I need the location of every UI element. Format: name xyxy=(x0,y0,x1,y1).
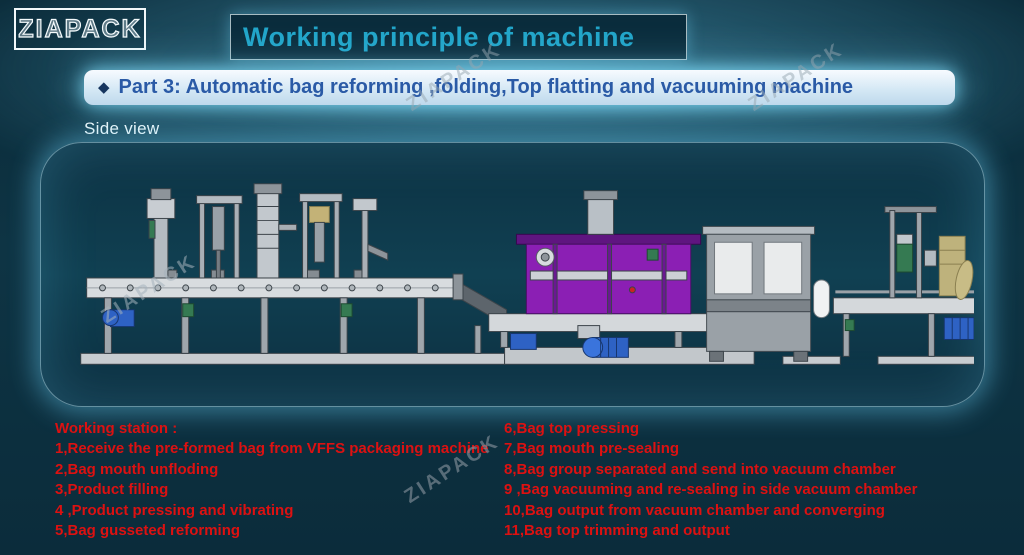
station-list-item: 3,Product filling xyxy=(55,481,169,499)
header-title-bar: Working principle of machine xyxy=(230,14,687,60)
station-towers xyxy=(146,183,389,279)
middle-conveyor xyxy=(488,313,755,358)
station-list-item: 5,Bag gusseted reforming xyxy=(55,521,241,539)
part-subtitle-text: Part 3: Automatic bag reforming ,folding… xyxy=(118,76,854,98)
vacuum-chamber xyxy=(702,225,816,362)
page-title: Working principle of machine xyxy=(243,21,635,52)
transfer-roller xyxy=(813,279,830,319)
station-list-item: 4 ,Product pressing and vibrating xyxy=(55,501,294,519)
station-list-item: 6,Bag top pressing xyxy=(504,420,640,437)
station-list-item: 7,Bag mouth pre-sealing xyxy=(504,440,680,458)
right-station xyxy=(884,206,966,299)
part-subtitle-bar: ◆ Part 3: Automatic bag reforming ,foldi… xyxy=(84,70,955,105)
station-list-item: 11,Bag top trimming and output xyxy=(504,521,730,539)
left-conveyor xyxy=(86,269,456,354)
working-stations-heading: Working station : xyxy=(55,420,178,437)
station-list-item: 2,Bag mouth unfloding xyxy=(55,460,219,478)
company-logo-text: ZIAPACK xyxy=(18,14,142,43)
station-list-item: 1,Receive the pre-formed bag from VFFS p… xyxy=(55,440,489,458)
machine-diagram-panel xyxy=(40,142,985,407)
station-list-item: 9 ,Bag vacuuming and re-sealing in side … xyxy=(504,481,918,499)
purple-module xyxy=(515,190,702,315)
working-stations-left-column: Working station : 1,Receive the pre-form… xyxy=(55,421,488,543)
output-guide xyxy=(954,259,974,300)
base-platforms xyxy=(80,346,974,365)
station-list-item: 8,Bag group separated and send into vacu… xyxy=(504,460,896,478)
machine-diagram xyxy=(80,183,974,365)
diamond-bullet-icon: ◆ xyxy=(98,79,110,96)
end-motor xyxy=(943,317,974,340)
working-stations-right-column: 6,Bag top pressing 7,Bag mouth pre-seali… xyxy=(504,421,917,543)
company-logo: ZIAPACK xyxy=(14,8,146,50)
station-list-item: 10,Bag output from vacuum chamber and co… xyxy=(504,501,885,519)
right-conveyor xyxy=(832,290,974,357)
side-view-label: Side view xyxy=(84,119,160,138)
